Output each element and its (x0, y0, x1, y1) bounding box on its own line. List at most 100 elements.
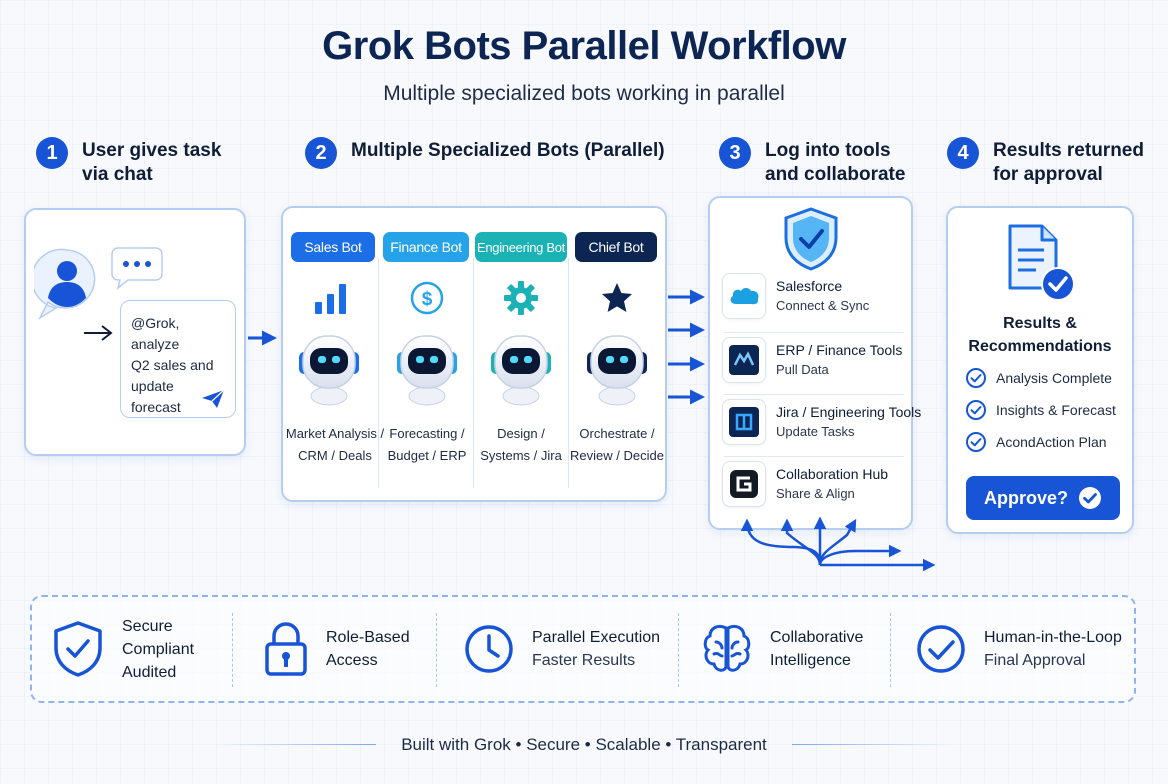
step-label: User gives task via chat (82, 139, 221, 187)
feature-parallel: Parallel Execution Faster Results (464, 597, 660, 701)
step-label: Multiple Specialized Bots (Parallel) (351, 139, 665, 163)
feature-line: Faster Results (532, 652, 636, 669)
step-label-line: Results returned (993, 140, 1144, 161)
check-circle-icon (1079, 487, 1101, 509)
results-title-line: Results & (1003, 315, 1077, 332)
check-circle-icon (966, 368, 986, 388)
check-circle-icon (966, 432, 986, 452)
result-item: AcondAction Plan (966, 432, 1107, 452)
approve-button[interactable]: Approve? (966, 476, 1120, 520)
tool-salesforce[interactable]: Salesforce Connect & Sync (722, 270, 902, 322)
tool-action: Pull Data (776, 362, 829, 377)
chat-message-line: @Grok, analyze (131, 315, 180, 352)
feature-text: Secure Compliant Audited (122, 615, 194, 684)
step-label-line: for approval (993, 164, 1103, 185)
erp-icon (722, 337, 766, 383)
bot-tag[interactable]: Sales Bot (291, 232, 375, 262)
step-number: 2 (305, 137, 337, 169)
tool-erp[interactable]: ERP / Finance Tools Pull Data (722, 334, 902, 386)
collaboration-hub-icon (722, 461, 766, 507)
robot-icon (490, 335, 552, 406)
typing-bubble-icon (111, 247, 163, 290)
result-item: Insights & Forecast (966, 400, 1116, 420)
tool-name: Jira / Engineering Tools (776, 404, 922, 420)
result-item-label: Insights & Forecast (996, 402, 1116, 418)
feature-access: Role-Based Access (264, 597, 410, 701)
page-subtitle: Multiple specialized bots working in par… (383, 82, 785, 105)
check-circle-icon (966, 400, 986, 420)
feature-line: Role-Based (326, 629, 410, 646)
step-1-header: 1 User gives task via chat (36, 137, 221, 187)
feature-text: Role-Based Access (326, 626, 410, 672)
feature-line: Secure (122, 617, 173, 635)
bot-description: Forecasting / Budget / ERP (373, 423, 481, 467)
divider (724, 332, 904, 333)
bot-description-line: Review / Decide (570, 448, 664, 463)
footer-line-left (216, 744, 376, 745)
tool-jira[interactable]: Jira / Engineering Tools Update Tasks (722, 396, 921, 448)
check-circle-icon (917, 625, 965, 673)
feature-line: Access (326, 652, 378, 669)
arrow-right-icon (84, 325, 113, 341)
column-divider (568, 258, 569, 488)
shield-check-icon (784, 207, 838, 271)
feature-divider (678, 613, 679, 687)
result-item-label: AcondAction Plan (996, 434, 1107, 450)
tool-name: ERP / Finance Tools (776, 342, 903, 358)
lock-icon (265, 622, 307, 676)
gear-icon (504, 281, 538, 315)
step-label-line: Multiple Specialized Bots (Parallel) (351, 140, 665, 161)
tool-name: Collaboration Hub (776, 466, 889, 482)
chat-message-line: update forecast (131, 378, 181, 415)
bar-chart-icon (315, 284, 346, 314)
branch-arrows-icon (740, 516, 936, 572)
features-strip: Secure Compliant Audited Role-Based Acce… (30, 595, 1136, 703)
bot-tag[interactable]: Chief Bot (575, 232, 657, 262)
results-panel: Results & Recommendations Analysis Compl… (946, 206, 1134, 534)
feature-divider (232, 613, 233, 687)
chat-message[interactable]: @Grok, analyze Q2 sales and update forec… (120, 300, 236, 418)
shield-check-icon (54, 621, 102, 677)
dollar-icon: $ (410, 281, 444, 315)
column-divider (473, 258, 474, 488)
bot-tag[interactable]: Engineering Bot (475, 232, 567, 262)
salesforce-icon (722, 273, 766, 319)
robot-icon (298, 335, 360, 406)
bot-description-line: Budget / ERP (387, 448, 467, 463)
bot-description-line: Systems / Jira (480, 448, 562, 463)
feature-text: Collaborative Intelligence (770, 626, 863, 672)
bot-engineering[interactable]: Engineering Bot Design / Systems / Jira (473, 220, 569, 486)
chat-message-line: Q2 sales and (131, 357, 214, 373)
tool-action: Share & Align (776, 486, 855, 501)
feature-line: Parallel Execution (532, 629, 661, 646)
feature-line: Audited (122, 663, 177, 681)
bot-description-line: Design / (497, 426, 545, 441)
step-label-line: via chat (82, 164, 153, 185)
tool-collaboration-hub[interactable]: Collaboration Hub Share & Align (722, 458, 902, 510)
bot-description-line: Forecasting / (389, 426, 465, 441)
bot-description-line: Market Analysis / (285, 426, 385, 441)
step-number: 3 (719, 137, 751, 169)
bot-finance[interactable]: Finance Bot $ Forecasting / Budget / ERP (379, 220, 475, 486)
bot-description-line: CRM / Deals (298, 448, 372, 463)
feature-line: Final Approval (984, 652, 1086, 669)
clock-icon (465, 625, 513, 673)
star-icon (602, 283, 632, 312)
divider (724, 456, 904, 457)
user-avatar-icon (34, 248, 96, 321)
bot-sales[interactable]: Sales Bot Market Analysis / CRM / Deals (281, 220, 384, 486)
page-title: Grok Bots Parallel Workflow (322, 24, 846, 68)
feature-line: Intelligence (770, 652, 851, 669)
divider (724, 394, 904, 395)
feature-human-loop: Human-in-the-Loop Final Approval (916, 597, 1122, 701)
footer-line-right (792, 744, 952, 745)
footer-tagline: Built with Grok • Secure • Scalable • Tr… (401, 735, 767, 754)
tools-panel: Salesforce Connect & Sync ERP / Finance … (708, 196, 921, 530)
feature-text: Human-in-the-Loop Final Approval (984, 626, 1122, 672)
send-icon[interactable] (201, 389, 225, 409)
bot-chief[interactable]: Chief Bot Orchestrate / Review / Decide (569, 220, 665, 486)
step-2-header: 2 Multiple Specialized Bots (Parallel) (305, 137, 665, 169)
step-label-line: Log into tools (765, 140, 891, 161)
step-label: Results returned for approval (993, 139, 1144, 187)
bot-tag[interactable]: Finance Bot (383, 232, 469, 262)
